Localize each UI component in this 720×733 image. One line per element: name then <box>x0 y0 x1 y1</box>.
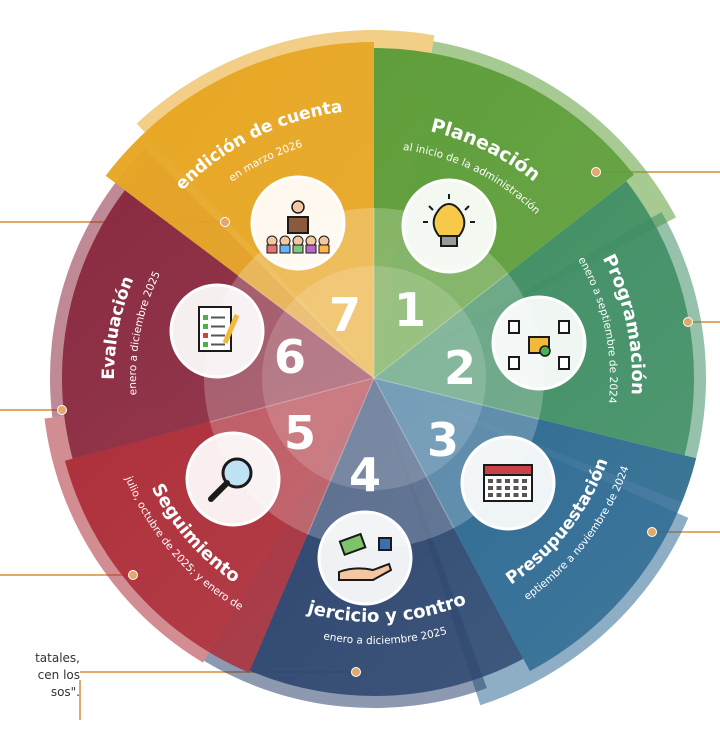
connector-dot <box>351 667 361 677</box>
connector-dot <box>128 570 138 580</box>
segment-divider <box>209 377 375 423</box>
inner-ring <box>262 266 486 490</box>
segment-divider <box>373 272 509 379</box>
stage-number-rendicion: 7 <box>329 288 361 342</box>
cycle-sectors <box>61 42 697 697</box>
footnote-line-3: sos". <box>50 685 80 699</box>
connector-dot <box>683 317 693 327</box>
sector-rendicion <box>105 42 374 378</box>
stage-numbers: 12 345 67 <box>274 283 476 502</box>
truncated-footnote: tatales, cen los sos". <box>0 650 80 701</box>
connector-dot <box>647 527 657 537</box>
stage-number-planeacion: 1 <box>394 283 426 337</box>
segment-divider <box>373 377 455 529</box>
sector-seguimiento <box>64 378 375 673</box>
stage-number-programacion: 2 <box>444 341 476 395</box>
badge-evaluacion <box>169 283 265 379</box>
badge-planeacion <box>401 178 497 274</box>
stage-number-presupuestacion: 3 <box>427 413 459 467</box>
connector-dot <box>591 167 601 177</box>
badge-presupuestacion <box>460 435 556 531</box>
footnote-line-1: tatales, <box>35 651 80 665</box>
money-hands-icon <box>338 532 393 581</box>
process-flow-icon <box>508 320 570 370</box>
badge-seguimiento <box>185 431 281 527</box>
calendar-icon <box>483 464 533 502</box>
outer-ring <box>204 208 544 548</box>
stage-number-evaluacion: 6 <box>274 330 306 384</box>
badge-ejercicio <box>317 510 413 606</box>
badge-rendicion <box>250 175 346 271</box>
sector-planeacion <box>374 48 634 378</box>
inner-rings <box>204 208 544 548</box>
magnifier-icon <box>208 457 253 502</box>
connector-dot <box>220 217 230 227</box>
badge-programacion <box>491 295 587 391</box>
segment-divider <box>307 377 375 535</box>
stage-number-ejercicio: 4 <box>349 448 381 502</box>
podium-audience-icon <box>266 200 330 254</box>
segment-divider <box>237 275 375 379</box>
badge-circle <box>317 510 413 606</box>
segment-divider <box>373 377 540 420</box>
connector-dot <box>57 405 67 415</box>
icon-badges <box>169 175 587 606</box>
footnote-line-2: cen los <box>37 668 80 682</box>
sector-presupuestacion <box>374 378 697 672</box>
stage-number-seguimiento: 5 <box>284 406 316 460</box>
checklist-icon <box>198 306 240 352</box>
lightbulb-icon <box>423 194 475 247</box>
